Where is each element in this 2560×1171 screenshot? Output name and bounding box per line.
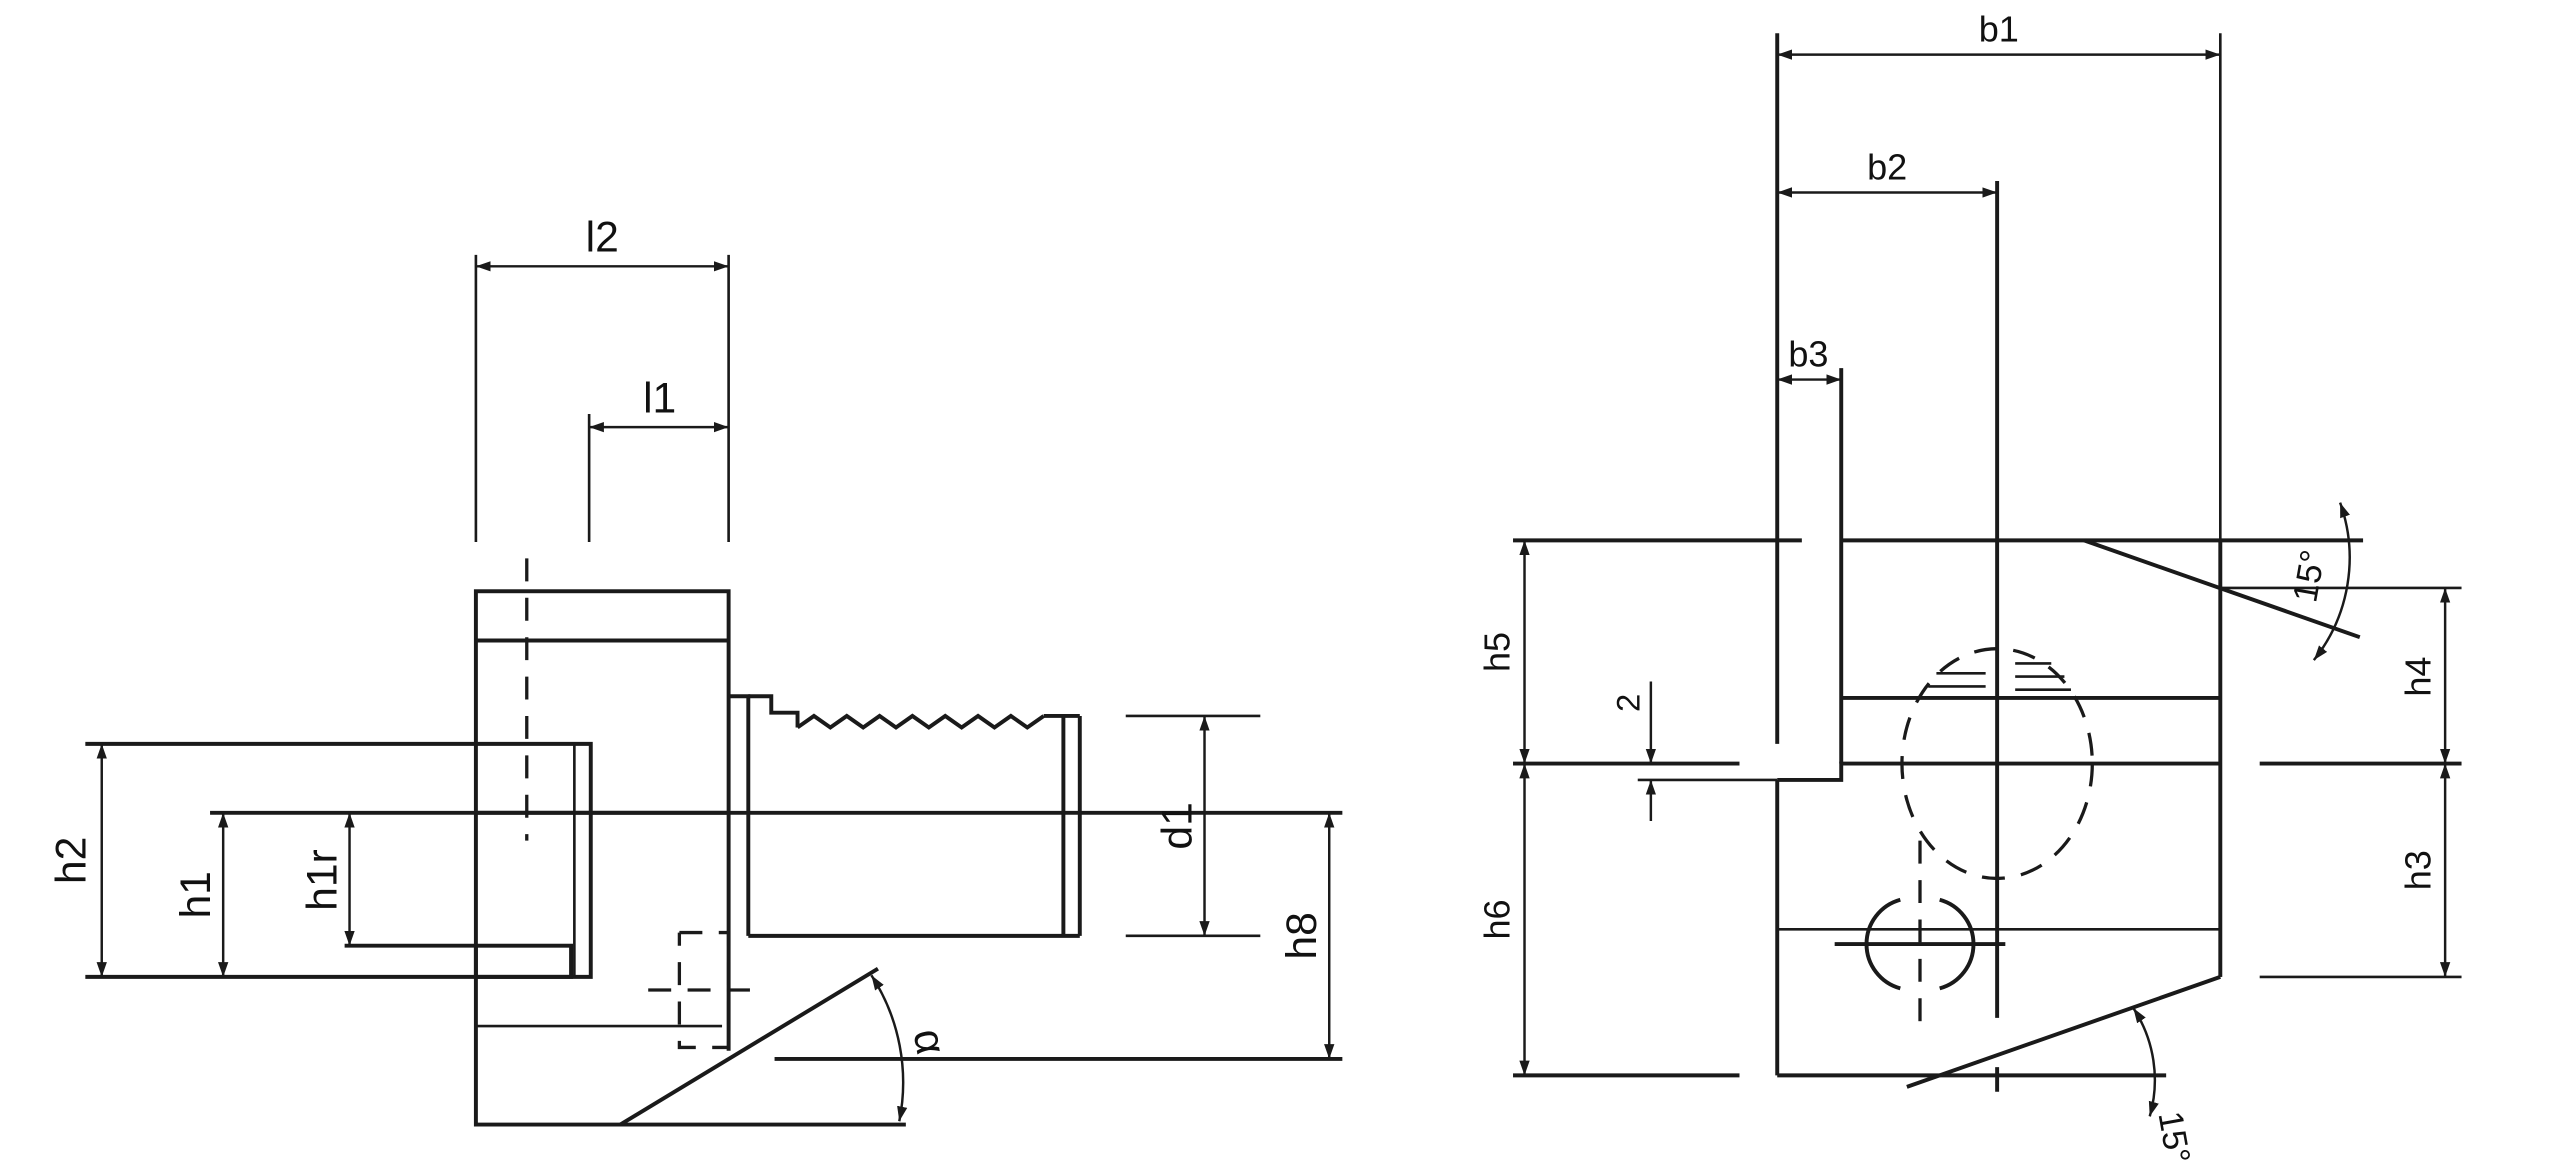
dim-label-h4: h4 bbox=[2397, 656, 2438, 696]
side-thread bbox=[796, 713, 1045, 730]
dim-label-2: 2 bbox=[1609, 694, 1646, 712]
dim-label-l1: l1 bbox=[643, 374, 676, 422]
dim-label-alpha: α bbox=[904, 1025, 956, 1058]
dim-label-h2: h2 bbox=[47, 837, 95, 884]
dim-angle-top-arc bbox=[2312, 502, 2351, 661]
front-bottom-bevel bbox=[1906, 975, 2221, 1089]
side-upper-block bbox=[473, 589, 731, 815]
dim-label-h1r: h1r bbox=[298, 849, 346, 911]
dim-label-d1: d1 bbox=[1153, 802, 1201, 849]
side-lower-block bbox=[473, 812, 906, 1127]
dim-label-angle-top: 15° bbox=[2286, 547, 2332, 605]
dim-label-b2: b2 bbox=[1867, 146, 1907, 187]
side-dovetail-edge bbox=[619, 966, 879, 1127]
side-view: l2 l1 h2 h1 h1r d1 h8 α bbox=[47, 214, 1343, 1127]
dim-label-h3: h3 bbox=[2397, 850, 2438, 890]
dim-angle-bottom-arc bbox=[2132, 1007, 2159, 1117]
dim-label-h6: h6 bbox=[1477, 899, 1518, 939]
dim-label-angle-bottom: 15° bbox=[2150, 1108, 2196, 1166]
dim-label-h5: h5 bbox=[1477, 632, 1518, 672]
dim-label-b1: b1 bbox=[1979, 9, 2019, 50]
front-large-bore bbox=[1900, 647, 2094, 881]
front-bore-hatch bbox=[1928, 662, 2071, 692]
dim-alpha-arc bbox=[870, 974, 908, 1122]
dim-label-l2: l2 bbox=[586, 214, 619, 262]
dim-label-b3: b3 bbox=[1788, 333, 1828, 374]
front-view: b1 b2 b3 h5 h6 2 h4 h3 15° 15° bbox=[1477, 9, 2462, 1166]
dim-label-h8: h8 bbox=[1278, 912, 1326, 959]
dim-label-h1: h1 bbox=[172, 871, 220, 918]
